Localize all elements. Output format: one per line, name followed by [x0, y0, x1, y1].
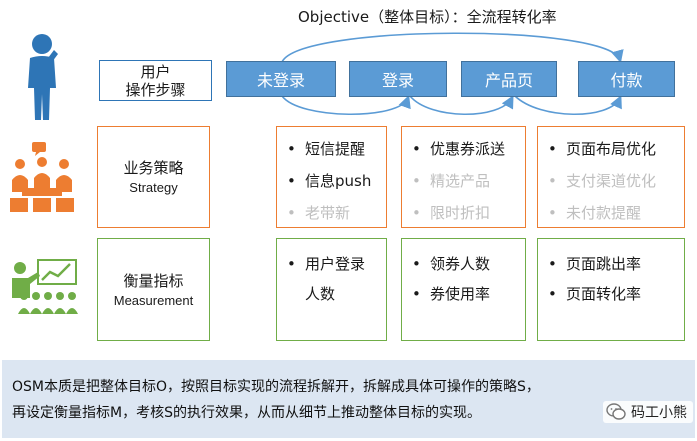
list-item: 券使用率 — [412, 279, 525, 309]
measure-card-1: 用户登录 人数 — [276, 238, 387, 341]
list-item: 精选产品 — [412, 165, 525, 197]
list-item-continuation: 人数 — [305, 285, 336, 303]
list-item: 页面跳出率 — [548, 249, 684, 279]
measure-list-1: 用户登录 人数 — [287, 249, 386, 309]
step-product-page: 产品页 — [461, 61, 557, 97]
measure-list-2: 领券人数 券使用率 — [412, 249, 525, 309]
bottom-arc-3 — [514, 95, 622, 116]
list-item: 页面转化率 — [548, 279, 684, 309]
strategy-list-3: 页面布局优化 支付渠道优化 未付款提醒 — [548, 133, 684, 229]
summary-box: OSM本质是把整体目标O，按照目标实现的流程拆解开，拆解成具体可操作的策略S， … — [2, 360, 695, 438]
list-item: 短信提醒 — [287, 133, 386, 165]
steps-label-line2: 操作步骤 — [125, 80, 186, 99]
list-item: 领券人数 — [412, 249, 525, 279]
measure-list-3: 页面跳出率 页面转化率 — [548, 249, 684, 309]
list-item: 限时折扣 — [412, 197, 525, 229]
steps-label-line1: 用户 — [140, 62, 171, 81]
list-item: 信息push — [287, 165, 386, 197]
bottom-arc-2 — [409, 95, 514, 116]
list-item: 老带新 — [287, 197, 386, 229]
list-item: 用户登录 — [287, 249, 386, 279]
summary-line-2: 再设定衡量指标M，考核S的执行效果，从而从细节上推动整体目标的实现。 — [12, 405, 481, 421]
summary-line-1: OSM本质是把整体目标O，按照目标实现的流程拆解开，拆解成具体可操作的策略S， — [12, 379, 540, 395]
objective-title: Objective（整体目标）：全流程转化率 — [298, 8, 557, 26]
list-item: 支付渠道优化 — [548, 165, 684, 197]
strategy-row-label: 业务策略 Strategy — [97, 126, 210, 228]
bottom-arc-1 — [281, 94, 411, 116]
list-item: 未付款提醒 — [548, 197, 684, 229]
watermark-text: 码工小熊 — [631, 405, 687, 421]
wechat-icon — [606, 403, 626, 420]
strategy-label-cn: 业务策略 — [123, 159, 184, 177]
strategy-list-1: 短信提醒 信息push 老带新 — [287, 133, 386, 229]
measure-card-3: 页面跳出率 页面转化率 — [537, 238, 685, 341]
measure-row-label: 衡量指标 Measurement — [97, 238, 210, 341]
thinking-person-icon — [28, 34, 58, 120]
step-not-logged-in: 未登录 — [226, 61, 336, 97]
strategy-label-en: Strategy — [129, 180, 178, 195]
step-logged-in: 登录 — [349, 61, 447, 97]
strategy-card-1: 短信提醒 信息push 老带新 — [276, 126, 387, 229]
step-payment: 付款 — [578, 61, 675, 97]
presentation-icon — [12, 259, 78, 314]
flow-arcs — [281, 32, 624, 116]
meeting-icon — [10, 142, 74, 212]
top-arc — [281, 32, 624, 64]
measure-card-2: 领券人数 券使用率 — [401, 238, 526, 341]
strategy-list-2: 优惠券派送 精选产品 限时折扣 — [412, 133, 525, 229]
measure-label-cn: 衡量指标 — [123, 271, 184, 290]
measure-label-en: Measurement — [113, 292, 194, 308]
strategy-card-3: 页面布局优化 支付渠道优化 未付款提醒 — [537, 126, 685, 229]
list-item: 页面布局优化 — [548, 133, 684, 165]
watermark: 码工小熊 — [603, 401, 693, 423]
steps-row-label: 用户 操作步骤 — [99, 60, 212, 101]
strategy-card-2: 优惠券派送 精选产品 限时折扣 — [401, 126, 526, 229]
list-item: 优惠券派送 — [412, 133, 525, 165]
